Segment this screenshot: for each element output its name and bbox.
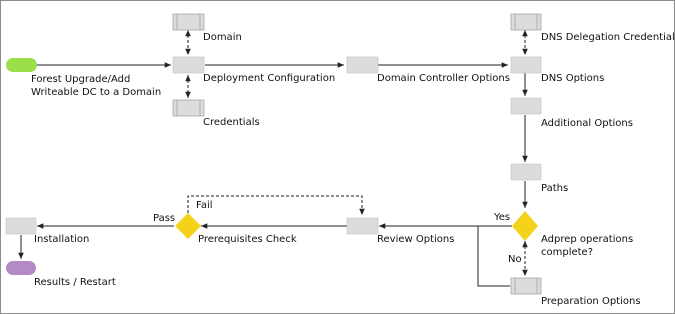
dc-options-box: [346, 56, 379, 74]
credentials-label: Credentials: [203, 117, 260, 128]
additional-options-label: Additional Options: [541, 118, 633, 129]
paths-box: [510, 163, 542, 181]
dns-delegation-credentials-label: DNS Delegation Credentials: [541, 32, 675, 43]
pass-edge-label: Pass: [153, 213, 176, 224]
review-options-label: Review Options: [377, 234, 455, 245]
start-label-line2: Writeable DC to a Domain: [31, 87, 162, 98]
deployment-configuration-label: Deployment Configuration: [203, 73, 336, 84]
preparation-options-label: Preparation Options: [541, 296, 641, 307]
prerequisites-check-label: Prerequisites Check: [198, 234, 297, 245]
additional-options-box: [510, 97, 542, 115]
adprep-decision-diamond: [512, 211, 538, 241]
domain-label: Domain: [203, 32, 242, 43]
installation-label: Installation: [34, 234, 90, 245]
credentials-box: [172, 99, 205, 117]
dns-options-label: DNS Options: [541, 73, 605, 84]
start-terminator: [6, 58, 37, 72]
adprep-label-line1: Adprep operations: [541, 234, 634, 245]
no-edge-label: No: [508, 254, 522, 265]
edge-preparation-to-review: [477, 226, 510, 287]
fail-edge-label: Fail: [196, 200, 213, 211]
installation-box: [5, 217, 37, 235]
dns-delegation-credentials-box: [510, 13, 542, 31]
preparation-options-box: [510, 277, 542, 295]
prerequisites-check-diamond: [175, 213, 201, 239]
domain-box: [172, 13, 205, 31]
start-label-line1: Forest Upgrade/Add: [31, 74, 131, 85]
end-terminator: [6, 261, 36, 275]
dc-options-label: Domain Controller Options: [377, 73, 510, 84]
deployment-configuration-box: [172, 56, 205, 74]
results-restart-label: Results / Restart: [34, 277, 116, 288]
adprep-label-line2: complete?: [541, 247, 594, 258]
paths-label: Paths: [541, 183, 569, 194]
review-options-box: [346, 217, 379, 235]
dns-options-box: [510, 56, 542, 74]
yes-edge-label: Yes: [494, 212, 511, 223]
edge-prereq-fail-to-review: [187, 195, 365, 215]
